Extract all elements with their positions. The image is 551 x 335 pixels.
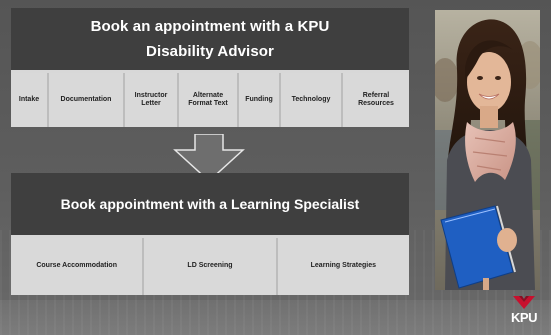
kpu-logo: KPU [508, 296, 540, 332]
advisor-title[interactable]: Book an appointment with a KPU Disabilit… [11, 8, 409, 70]
service-course-accommodation[interactable]: Course Accommodation [11, 238, 143, 295]
kpu-logo-text: KPU [511, 310, 537, 325]
background-stripe [0, 300, 551, 335]
specialist-panel: Book appointment with a Learning Special… [11, 173, 409, 295]
kpu-chevron-mark [513, 296, 535, 309]
advisor-panel: Book an appointment with a KPU Disabilit… [11, 8, 409, 127]
service-funding[interactable]: Funding [239, 73, 279, 127]
advisor-title-line1: Book an appointment with a KPU [90, 18, 330, 35]
service-learning-strategies[interactable]: Learning Strategies [277, 238, 409, 295]
service-documentation[interactable]: Documentation [49, 73, 123, 127]
student-photo [435, 10, 540, 290]
down-arrow-icon [173, 134, 245, 182]
advisor-title-line2: Disability Advisor [146, 43, 274, 60]
service-ld-screening[interactable]: LD Screening [144, 238, 276, 295]
specialist-services: Course Accommodation LD Screening Learni… [11, 238, 409, 295]
service-technology[interactable]: Technology [281, 73, 341, 127]
service-intake[interactable]: Intake [11, 73, 47, 127]
specialist-title[interactable]: Book appointment with a Learning Special… [11, 173, 409, 235]
